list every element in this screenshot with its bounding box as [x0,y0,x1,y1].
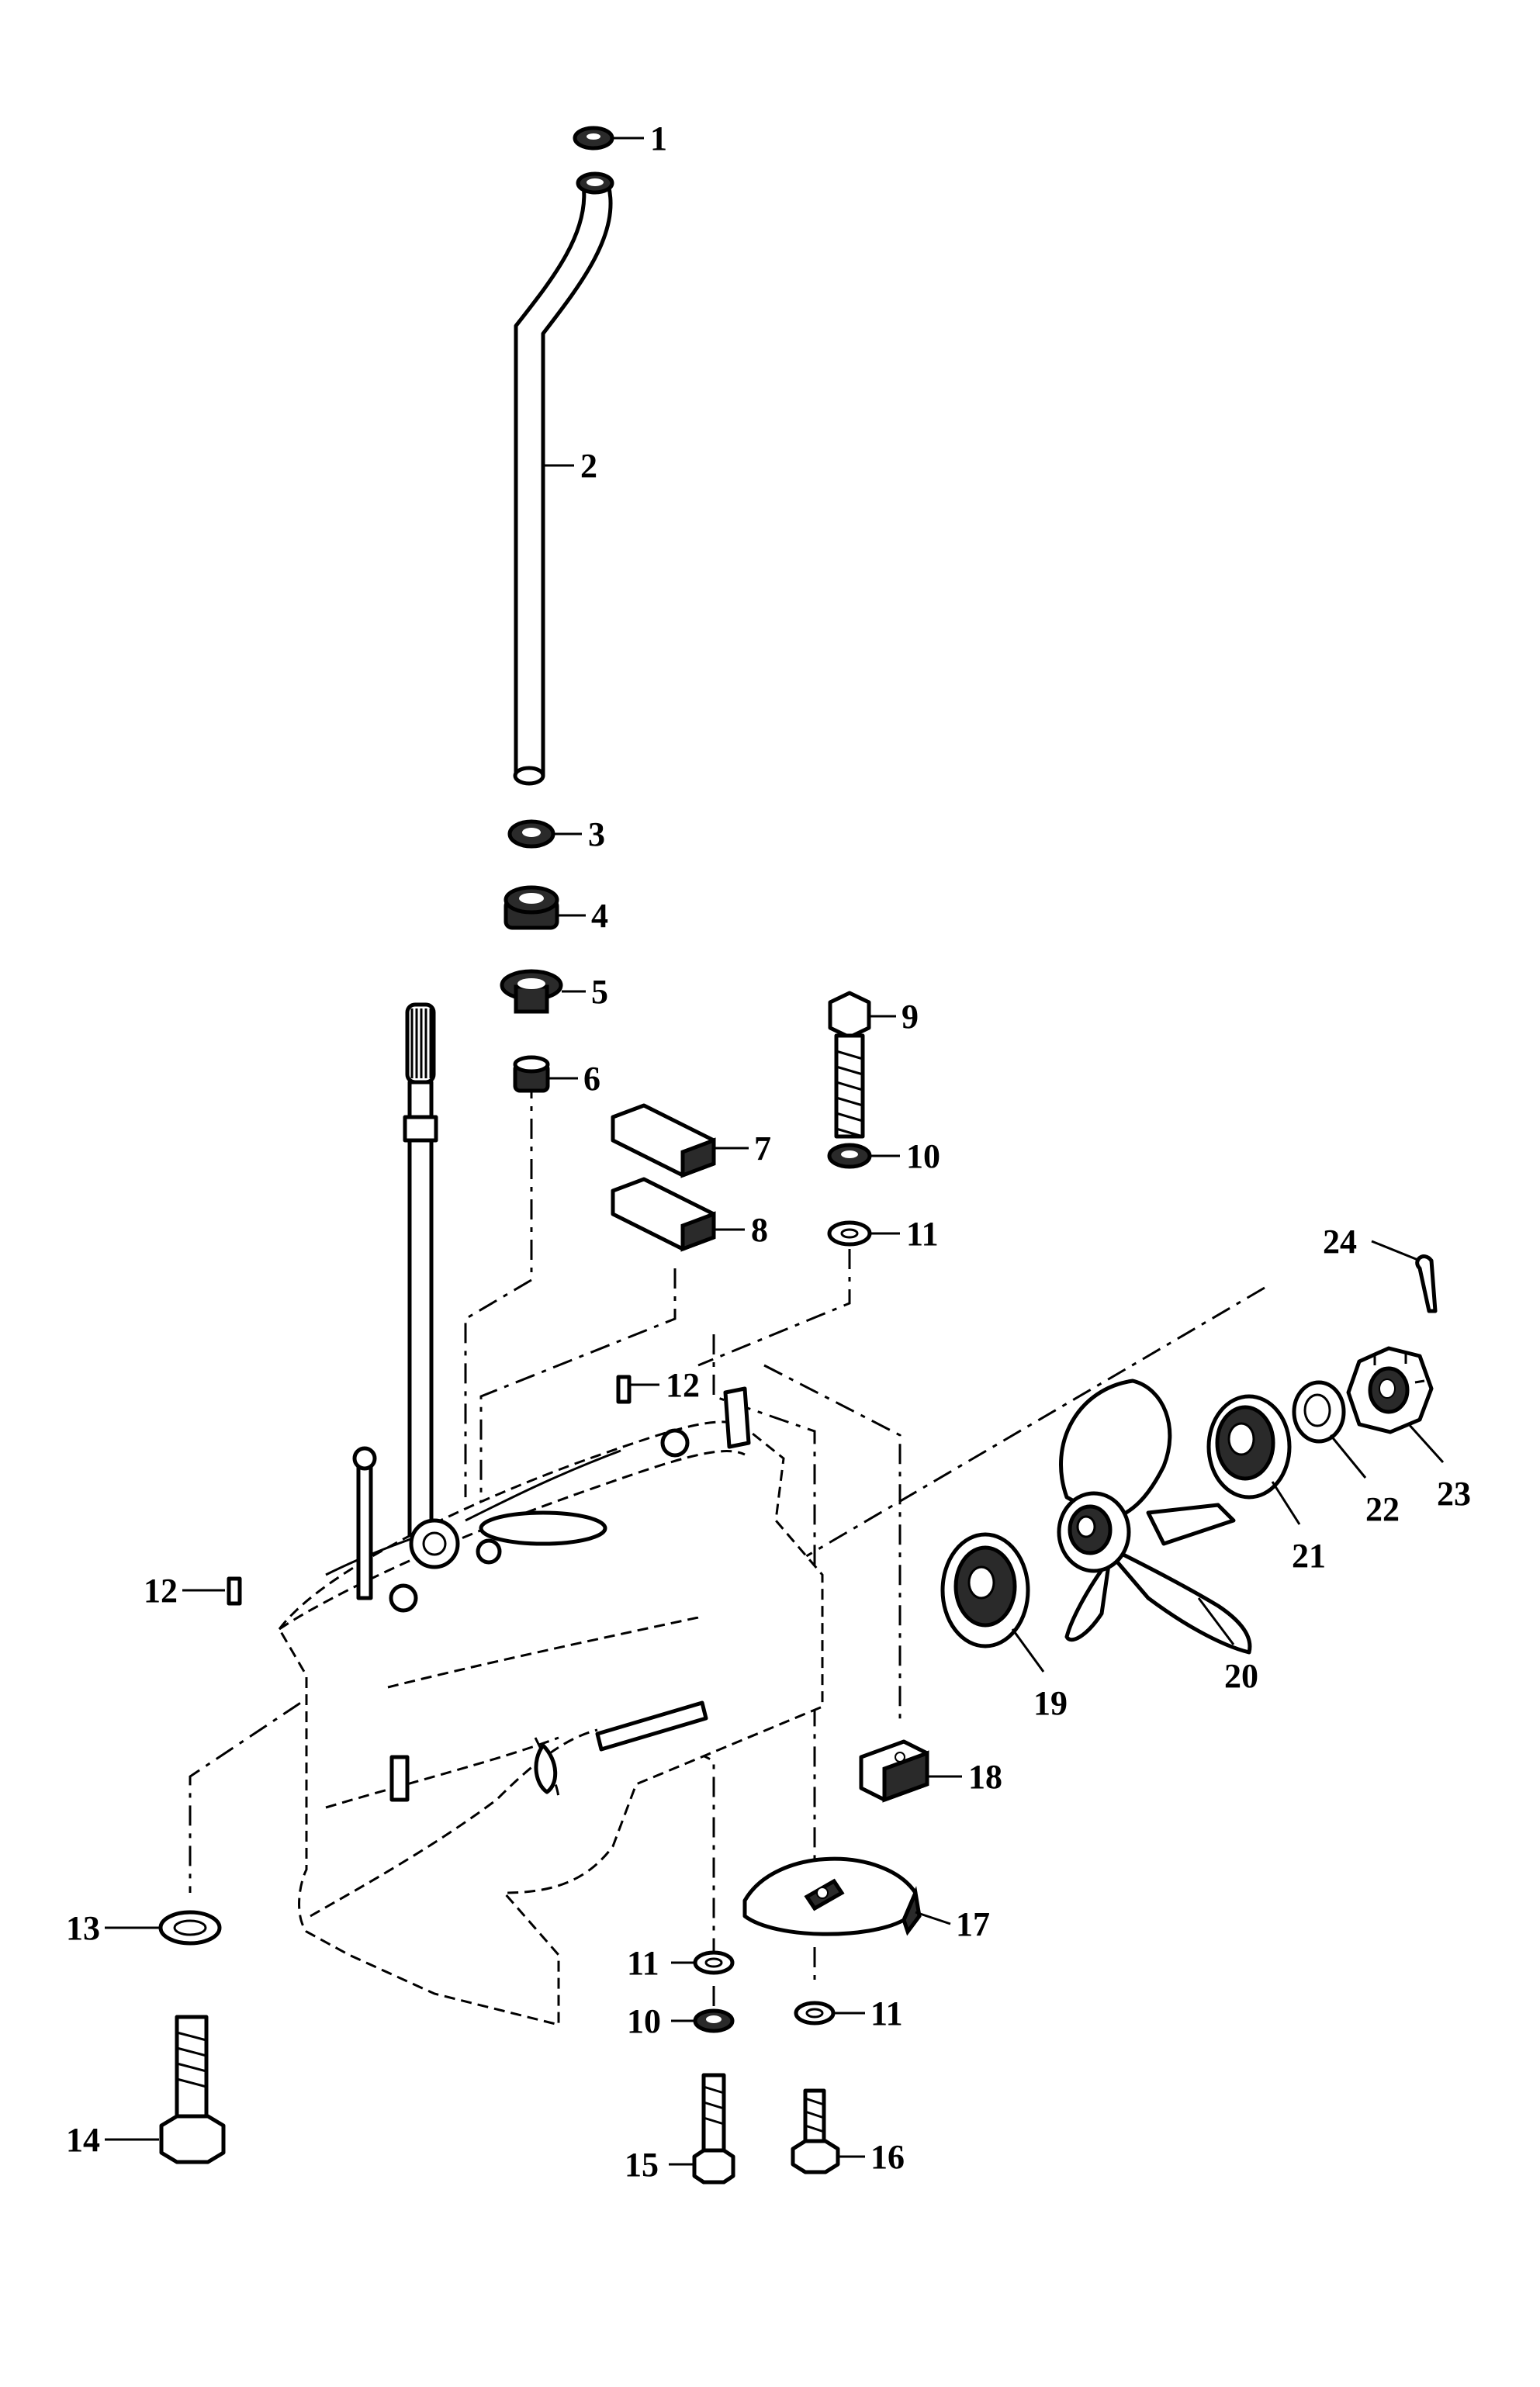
callout-9: 9 [902,998,919,1036]
callout-11-lower-right: 11 [870,1994,903,2032]
part-10-lock-washer [827,1143,872,1169]
part-14-bolt [159,2015,226,2164]
part-2-water-tube [513,171,614,786]
callout-12-left: 12 [144,1572,178,1610]
callout-24: 24 [1323,1223,1357,1261]
part-3-seal [507,819,555,849]
callout-14: 14 [66,2121,100,2159]
callout-7: 7 [754,1130,771,1168]
callout-5: 5 [591,973,608,1011]
driveshaft [403,1002,438,1542]
part-18-anode [859,1739,929,1803]
part-4-grommet [504,885,559,930]
callout-8: 8 [751,1211,768,1249]
callout-12-upper: 12 [666,1366,700,1404]
part-23-castle-nut [1346,1346,1434,1434]
part-11-flat-washer [794,2001,836,2025]
callout-22: 22 [1365,1490,1400,1528]
part-1-washer [573,126,614,150]
part-5-bushing [500,969,563,1014]
part-11-flat-washer [827,1220,872,1247]
callout-11-lower-left: 11 [627,1944,659,1982]
part-6-spacer [513,1055,550,1093]
callout-19: 19 [1033,1684,1068,1722]
part-17-trim-tab [742,1856,922,1936]
gear-housing [278,1386,824,2026]
callout-13: 13 [66,1909,100,1947]
callout-16: 16 [870,2138,905,2176]
part-10-lock-washer [693,2008,735,2033]
part-21-spacer [1206,1394,1292,1500]
part-19-thrust-washer [940,1532,1030,1648]
callout-17: 17 [956,1905,990,1943]
callout-1: 1 [650,119,667,157]
part-16-bolt [791,2088,840,2174]
callout-21: 21 [1292,1537,1326,1575]
callout-11-upper: 11 [906,1215,939,1253]
callout-18: 18 [968,1758,1002,1796]
part-24-cotter-pin [1415,1254,1438,1313]
part-22-washer [1292,1380,1346,1444]
part-9-bolt [828,991,871,1139]
part-8-pad [611,1177,716,1252]
callout-3: 3 [588,815,605,853]
part-13-washer [158,1910,222,1946]
callout-2: 2 [580,447,597,485]
callout-10-lower: 10 [627,2002,661,2040]
callout-23: 23 [1437,1475,1471,1513]
part-20-propeller [1057,1379,1252,1655]
part-12-pin [227,1576,242,1606]
callout-4: 4 [591,897,608,935]
part-15-bolt [692,2073,735,2185]
callout-20: 20 [1224,1657,1258,1695]
part-11-flat-washer [693,1950,735,1975]
callout-6: 6 [583,1060,600,1098]
callout-15: 15 [625,2146,659,2184]
part-7-pad [611,1103,716,1178]
callout-10-upper: 10 [906,1137,940,1175]
part-12-pin [616,1375,632,1404]
leader-lines [105,137,1445,2166]
callout-labels: 1 2 3 4 5 6 7 8 9 10 11 12 12 13 14 11 1… [66,119,1471,2184]
